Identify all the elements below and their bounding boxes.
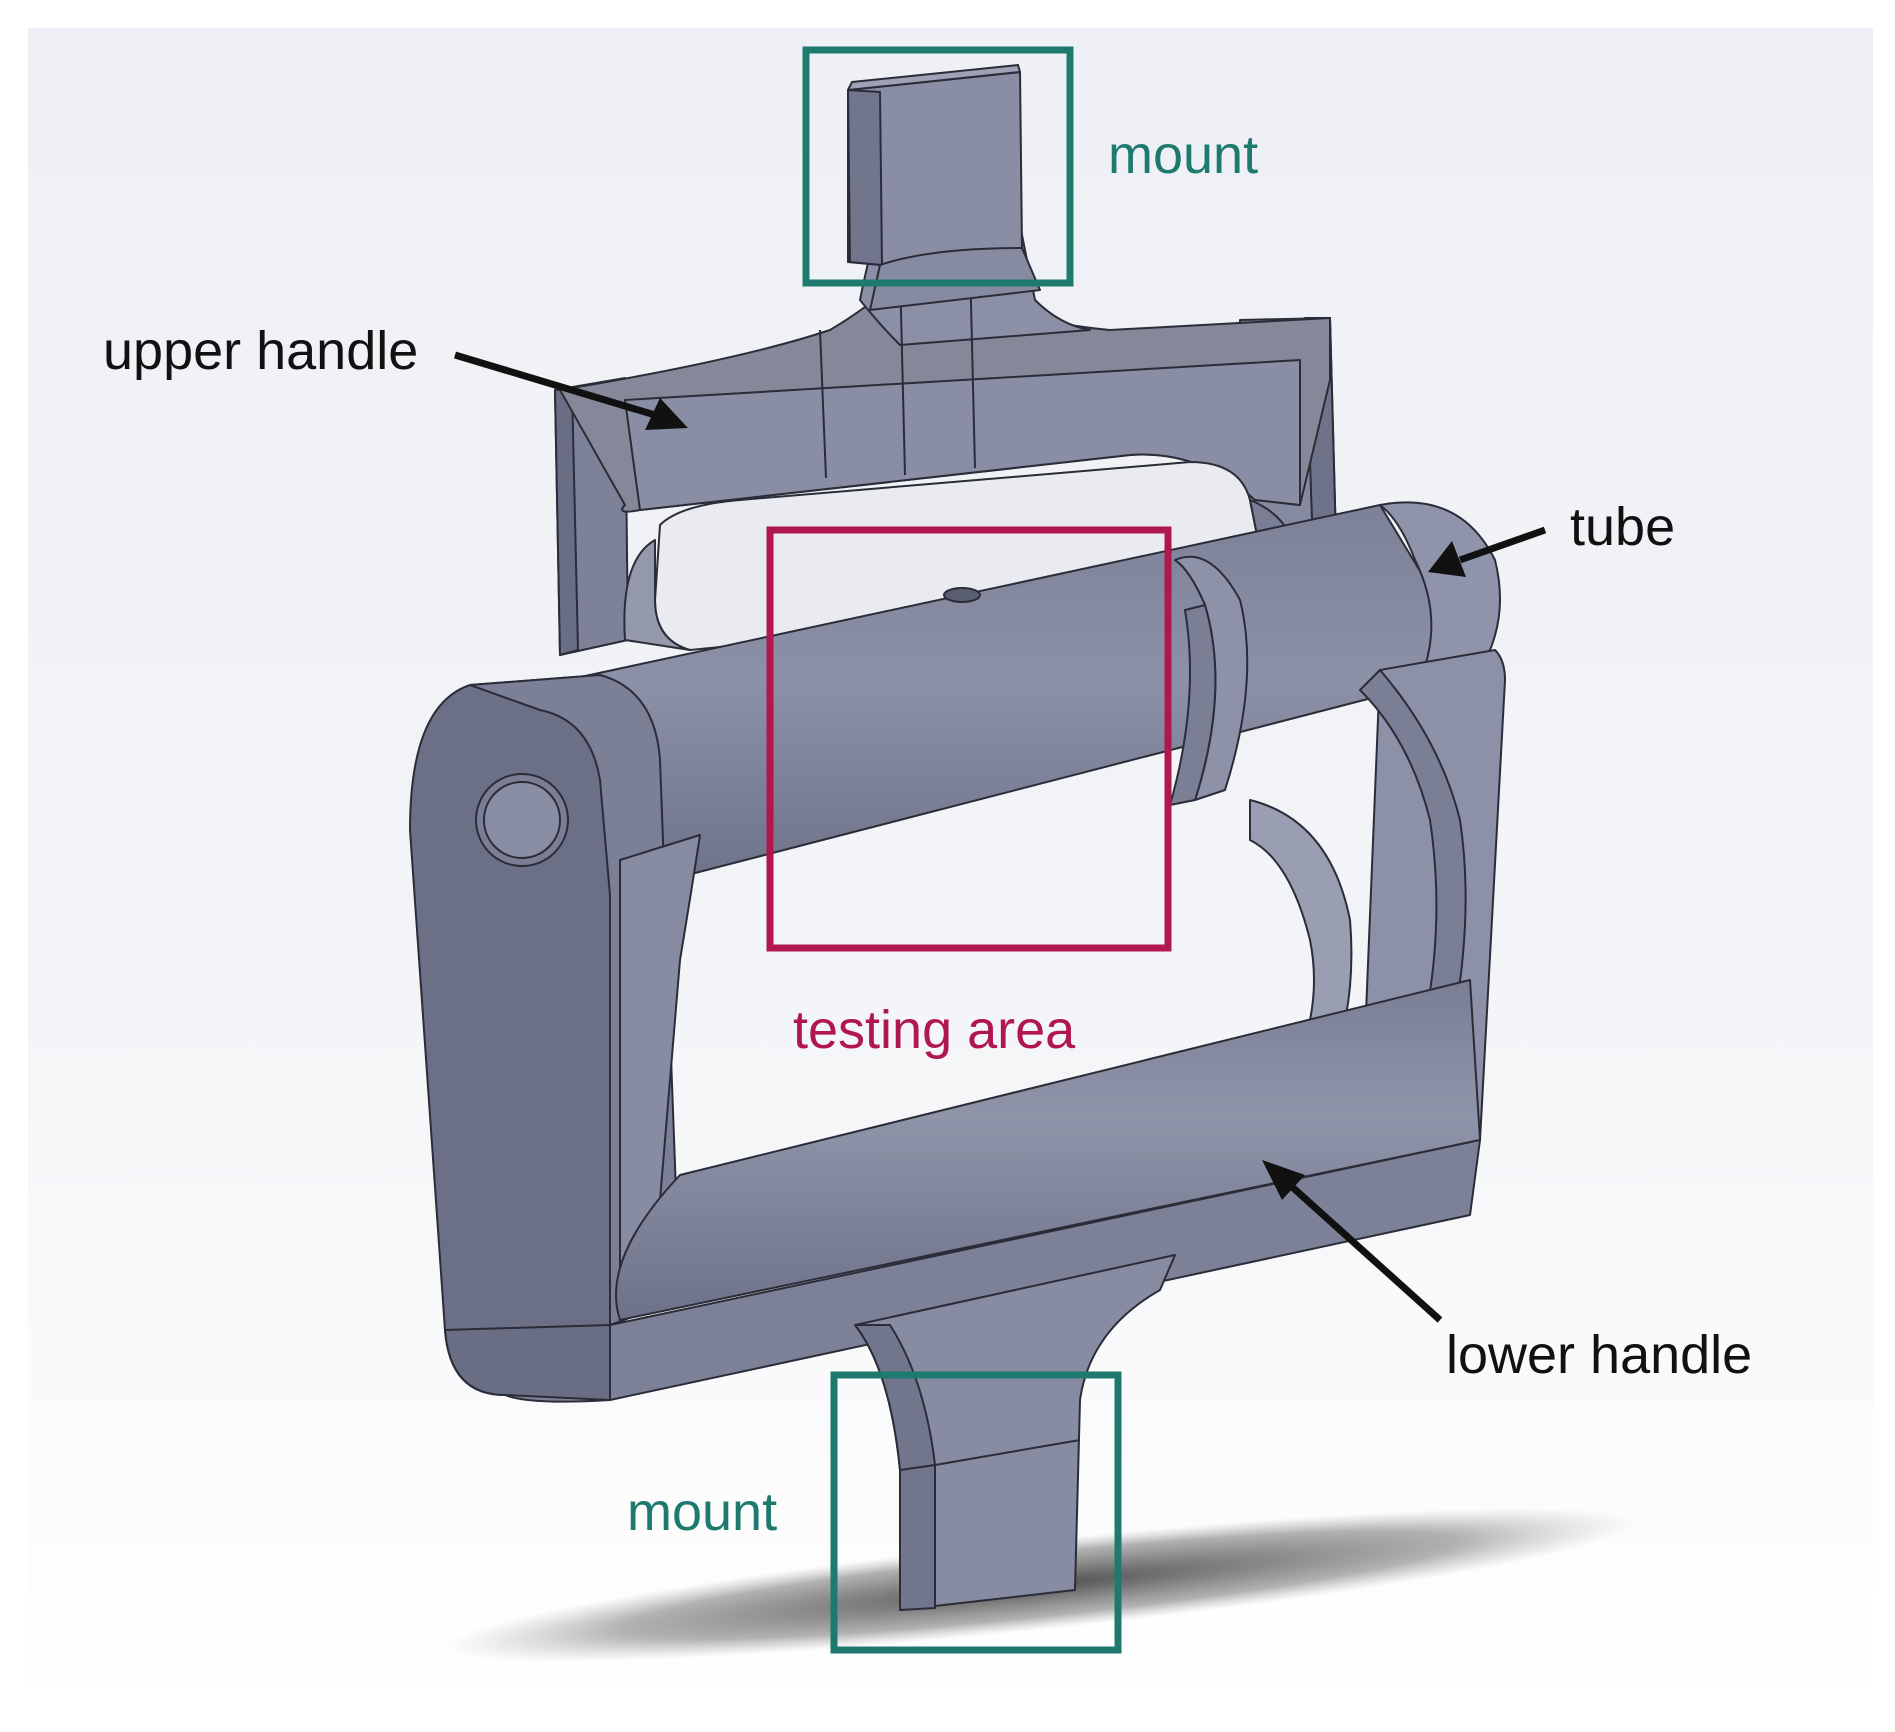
mount-top-label: mount [1108, 125, 1259, 185]
tube-label: tube [1570, 497, 1676, 557]
upper-handle-label: upper handle [103, 321, 419, 381]
mount-top-box [802, 46, 1074, 287]
tube-arrow [1428, 526, 1547, 577]
lower-handle-part [409, 649, 1506, 1403]
top-mount-stem [847, 64, 1041, 311]
lower-handle-arrow [1262, 1160, 1443, 1323]
lower-handle-label: lower handle [1446, 1325, 1753, 1385]
tube-part [519, 501, 1501, 896]
mount-bottom-label: mount [627, 1482, 778, 1542]
mount-bottom-box [830, 1371, 1122, 1654]
testing-area-label: testing area [793, 1000, 1076, 1060]
bottom-mount-stem [854, 1254, 1176, 1611]
testing-area-box [766, 526, 1172, 952]
upper-handle-arrow [453, 351, 688, 430]
